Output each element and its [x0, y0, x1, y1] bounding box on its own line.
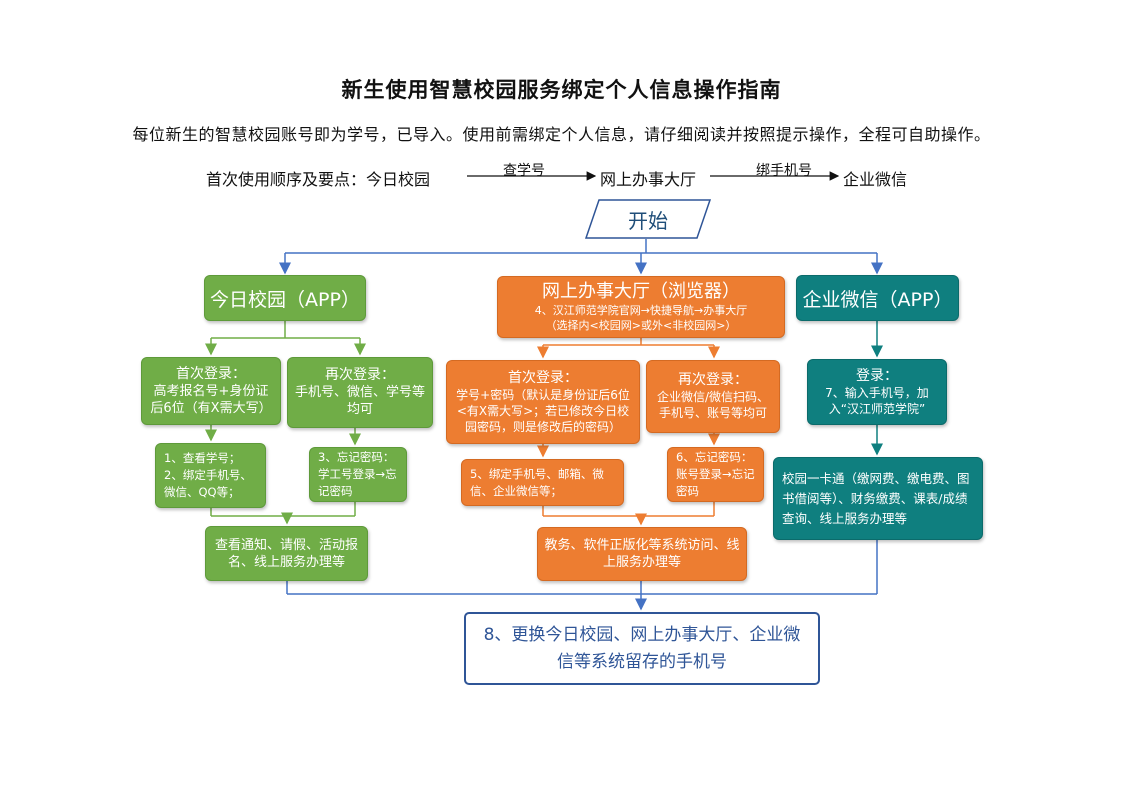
- start-shape: [585, 199, 711, 239]
- relogin-body: 手机号、微信、学号等均可: [294, 385, 425, 417]
- start-label: 开始: [628, 208, 668, 233]
- today-campus-first-login: 首次登录： 高考报名号+身份证后6位（有X需大写）: [141, 357, 281, 425]
- service-hall-step-5: 5、绑定手机号、邮箱、微信、企业微信等；: [461, 459, 624, 506]
- final-step-box: 8、更换今日校园、网上办事大厅、企业微信等系统留存的手机号: [464, 612, 820, 685]
- service-hall-step-6: 6、忘记密码：账号登录→忘记密码: [667, 447, 764, 502]
- today-campus-app-node: 今日校园（APP）: [204, 275, 366, 321]
- wecom-login: 登录： 7、输入手机号，加入“汉江师范学院”: [807, 359, 947, 425]
- service-hall-relogin: 再次登录： 企业微信/微信扫码、手机号、账号等均可: [646, 360, 780, 433]
- service-hall-first-login: 首次登录： 学号+密码（默认是身份证后6位<有X需大写>；若已修改今日校园密码，…: [446, 360, 640, 444]
- hall-first-login-body: 学号+密码（默认是身份证后6位<有X需大写>；若已修改今日校园密码，则是修改后的…: [456, 387, 630, 434]
- final-step-text: 8、更换今日校园、网上办事大厅、企业微信等系统留存的手机号: [483, 624, 801, 672]
- step-5-text: 5、绑定手机号、邮箱、微信、企业微信等；: [470, 466, 604, 498]
- wecom-result: 校园一卡通（缴网费、缴电费、图书借阅等）、财务缴费、课表/成绩查询、线上服务办理…: [773, 457, 983, 540]
- today-campus-relogin: 再次登录： 手机号、微信、学号等均可: [287, 357, 433, 428]
- service-hall-sub2: （选择内<校园网>或外<非校园网>）: [545, 319, 737, 332]
- wecom-login-body: 7、输入手机号，加入“汉江师范学院”: [825, 385, 929, 416]
- sequence-label-2: 绑手机号: [756, 163, 812, 179]
- sequence-step-2: 网上办事大厅: [600, 170, 697, 189]
- hall-relogin-body: 企业微信/微信扫码、手机号、账号等均可: [656, 390, 770, 420]
- wecom-app-node: 企业微信（APP）: [796, 275, 959, 321]
- sequence-lead: 首次使用顺序及要点：今日校园: [206, 166, 430, 190]
- today-campus-step-3: 3、忘记密码：学工号登录→忘记密码: [309, 447, 407, 502]
- relogin-title: 再次登录：: [325, 367, 395, 383]
- step-3-text: 3、忘记密码：学工号登录→忘记密码: [318, 450, 397, 498]
- hall-first-login-title: 首次登录：: [508, 369, 578, 386]
- service-hall-result-text: 教务、软件正版化等系统访问、线上服务办理等: [544, 538, 740, 570]
- service-hall-title: 网上办事大厅（浏览器）: [542, 281, 740, 302]
- service-hall-result: 教务、软件正版化等系统访问、线上服务办理等: [537, 527, 747, 581]
- sequence-label-1: 查学号: [503, 163, 545, 179]
- page-title: 新生使用智慧校园服务绑定个人信息操作指南: [341, 78, 782, 102]
- wecom-result-text: 校园一卡通（缴网费、缴电费、图书借阅等）、财务缴费、课表/成绩查询、线上服务办理…: [782, 470, 970, 526]
- hall-relogin-title: 再次登录：: [678, 372, 748, 388]
- today-campus-result: 查看通知、请假、活动报名、线上服务办理等: [205, 526, 368, 581]
- today-campus-result-text: 查看通知、请假、活动报名、线上服务办理等: [214, 537, 358, 570]
- first-login-body: 高考报名号+身份证后6位（有X需大写）: [150, 383, 272, 416]
- step-6-text: 6、忘记密码：账号登录→忘记密码: [676, 450, 755, 498]
- first-login-title: 首次登录：: [176, 365, 246, 382]
- today-campus-steps-1-2: 1、查看学号；2、绑定手机号、微信、QQ等；: [155, 443, 266, 508]
- sequence-step-1: 今日校园: [366, 170, 431, 189]
- page-subtitle: 每位新生的智慧校园账号即为学号，已导入。使用前需绑定个人信息，请仔细阅读并按照提…: [132, 125, 991, 144]
- sequence-step-3: 企业微信: [843, 170, 908, 189]
- sequence-lead-text: 首次使用顺序及要点：: [206, 170, 367, 189]
- steps-1-2-text: 1、查看学号；2、绑定手机号、微信、QQ等；: [164, 451, 252, 499]
- wecom-login-title: 登录：: [856, 367, 898, 384]
- wecom-title: 企业微信（APP）: [802, 288, 953, 311]
- service-hall-node: 网上办事大厅（浏览器） 4、汉江师范学院官网→快捷导航→办事大厅 （选择内<校园…: [497, 276, 785, 338]
- today-campus-title: 今日校园（APP）: [210, 288, 360, 311]
- service-hall-sub1: 4、汉江师范学院官网→快捷导航→办事大厅: [534, 304, 748, 317]
